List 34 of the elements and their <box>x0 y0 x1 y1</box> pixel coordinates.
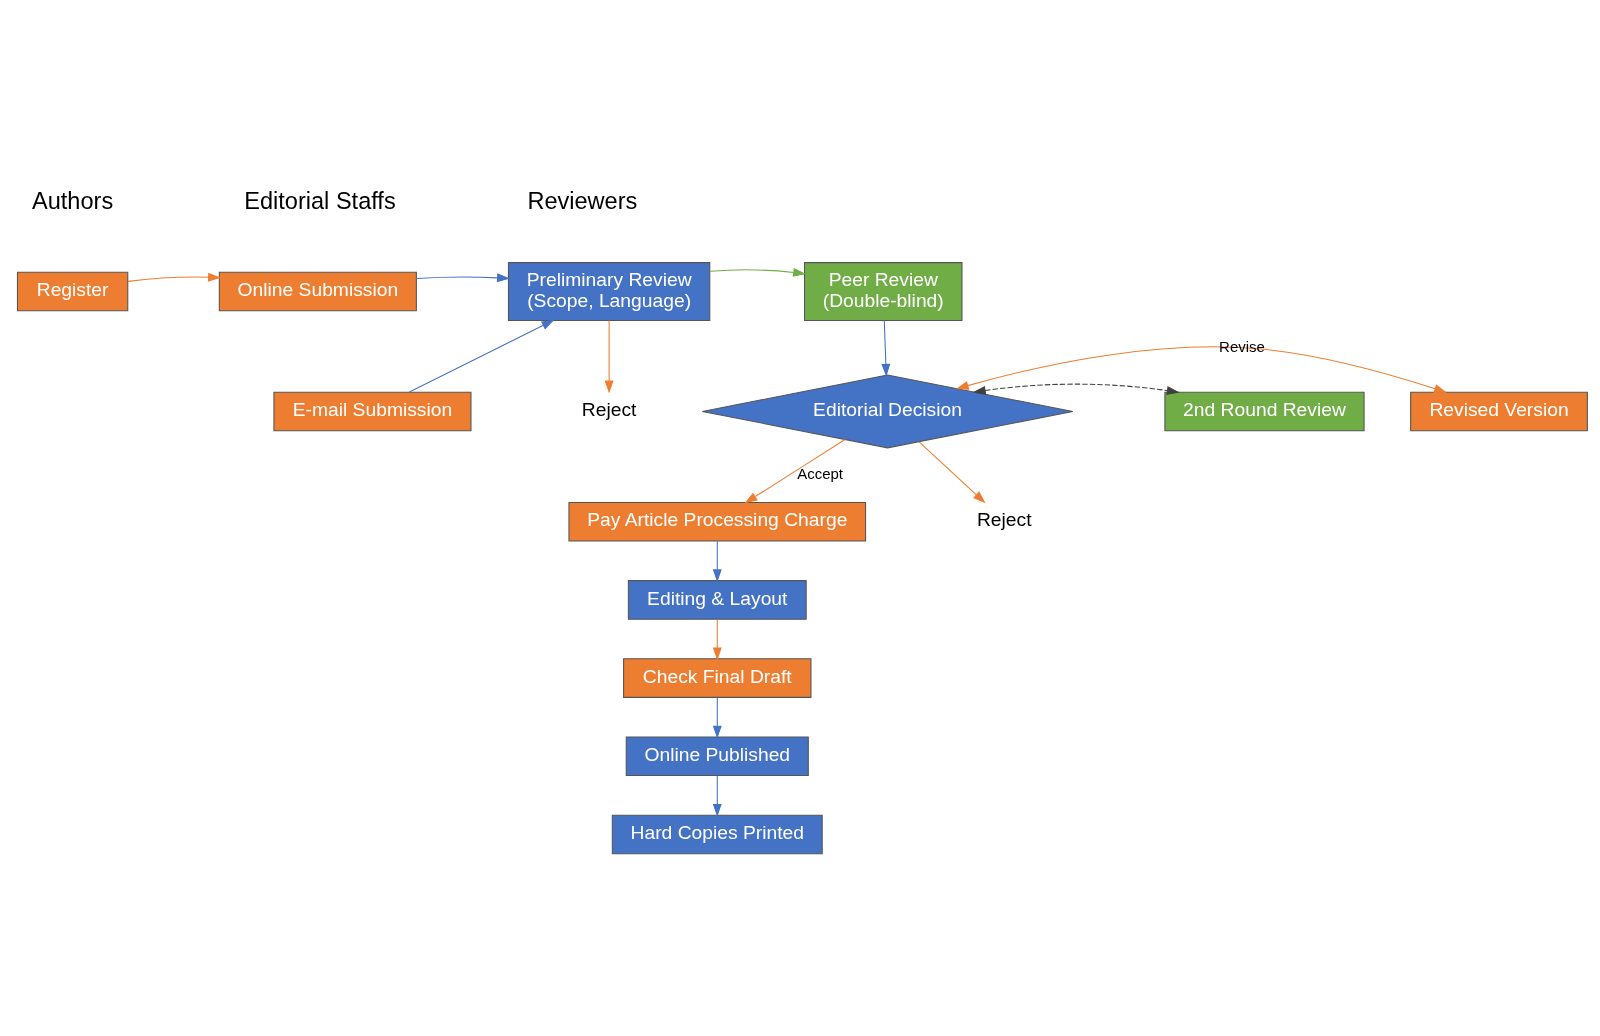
arrow <box>127 272 221 282</box>
arrow <box>416 273 510 283</box>
node-box: Pay Article Processing Charge <box>568 501 867 542</box>
arrow <box>408 319 555 393</box>
node-text: Reject <box>581 399 637 421</box>
arrow <box>972 383 1180 395</box>
node-box: Revised Version <box>1410 391 1588 432</box>
node-text: Reject <box>976 509 1032 531</box>
node-box: E-mail Submission <box>273 391 472 432</box>
node-box: Online Published <box>625 736 809 777</box>
node-box: Editing & Layout <box>627 580 807 620</box>
edge-label: Revise <box>1219 337 1265 355</box>
arrow <box>712 775 722 817</box>
label: Editorial Staffs <box>244 187 396 214</box>
arrow <box>712 697 722 739</box>
arrow <box>709 267 807 277</box>
node-box: Peer Review (Double-blind) <box>804 262 963 321</box>
edge-label: Accept <box>797 465 843 483</box>
node-box: Preliminary Review (Scope, Language) <box>507 262 711 321</box>
node-box: Hard Copies Printed <box>611 814 823 855</box>
label: Reviewers <box>527 187 638 214</box>
node-box: Check Final Draft <box>623 658 812 698</box>
arrow <box>712 618 722 661</box>
arrow <box>881 319 891 377</box>
label: Authors <box>32 187 114 214</box>
arrow <box>604 319 614 394</box>
arrow <box>955 346 1447 393</box>
arrow <box>712 540 722 583</box>
arrow <box>744 439 846 504</box>
node-box: Online Submission <box>218 271 417 312</box>
node-box: Register <box>16 271 129 312</box>
arrow <box>918 441 986 504</box>
node-diamond: Editorial Decision <box>701 374 1074 449</box>
node-box: 2nd Round Review <box>1164 391 1365 432</box>
